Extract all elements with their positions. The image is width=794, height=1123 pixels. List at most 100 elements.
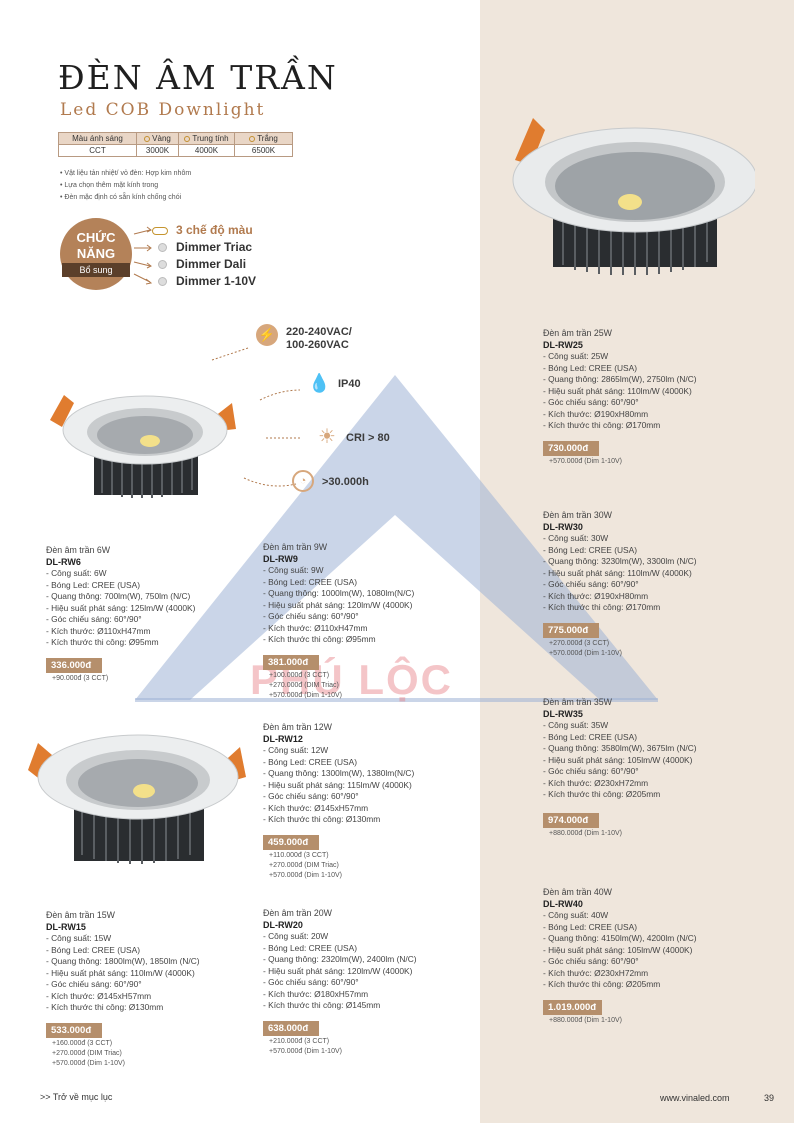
cct-header-label: Màu ánh sáng (58, 132, 137, 145)
spec-line: - Bóng Led: CREE (USA) (46, 944, 141, 955)
spec-line: - Kích thước: Ø230xH72mm (543, 777, 649, 788)
back-to-toc-link[interactable]: >> Trở về mục lục (40, 1092, 113, 1102)
dimmer-dali-icon (158, 260, 167, 269)
product-name: Đèn âm trần 40W (543, 887, 612, 897)
function-item-dali: Dimmer Dali (152, 256, 256, 273)
product-rw6: Đèn âm trần 6W DL-RW6 - Công suất: 6W - … (46, 545, 256, 683)
price-option: +270.000đ (DIM Triac) (52, 1050, 122, 1057)
product-code: DL-RW6 (46, 556, 81, 567)
spec-line: - Kích thước thi công: Ø130mm (263, 814, 381, 824)
price-tag: 730.000đ (543, 440, 599, 456)
price-option: +570.000đ (Dim 1-10V) (549, 650, 622, 657)
price-option: +570.000đ (Dim 1-10V) (52, 1060, 125, 1067)
function-badge: CHỨC NĂNG Bổ sung (60, 218, 132, 290)
spec-line: - Hiệu suất phát sáng: 120lm/W (4000K) (263, 965, 413, 976)
price-option: +160.000đ (3 CCT) (52, 1040, 113, 1047)
spec-lifetime: >30.000h (322, 476, 369, 488)
neutral-swatch-icon (184, 135, 191, 142)
price-option: +270.000đ (DIM Triac) (269, 862, 339, 869)
spec-line: - Bóng Led: CREE (USA) (543, 544, 638, 555)
product-rw15: Đèn âm trần 15W DL-RW15 - Công suất: 15W… (46, 910, 256, 1068)
spec-line: - Hiệu suất phát sáng: 120lm/W (4000K) (263, 599, 413, 610)
spec-line: - Kích thước thi công: Ø205mm (543, 979, 661, 989)
note-item: • Đèn mặc định có sẵn kính chống chói (60, 194, 182, 201)
product-code: DL-RW20 (263, 919, 303, 930)
product-code: DL-RW30 (543, 521, 583, 532)
product-rw20: Đèn âm trần 20W DL-RW20 - Công suất: 20W… (263, 908, 478, 1056)
spec-line: - Góc chiếu sáng: 60°/90° (263, 791, 359, 801)
spec-line: - Quang thông: 1800lm(W), 1850lm (N/C) (46, 956, 200, 966)
cct-3000k: 3000K (136, 144, 179, 157)
spec-line: - Góc chiếu sáng: 60°/90° (543, 956, 639, 966)
downlight-image-large (512, 118, 755, 275)
spec-line: - Công suất: 15W (46, 933, 112, 943)
spec-line: - Công suất: 12W (263, 745, 329, 755)
price-tag: 381.000đ (263, 654, 319, 670)
spec-voltage: 220-240VAC/ 100-260VAC (286, 326, 352, 351)
spec-line: - Công suất: 6W (46, 568, 107, 578)
spec-line: - Góc chiếu sáng: 60°/90° (263, 977, 359, 987)
color-mode-icon (152, 227, 168, 235)
cct-row-label: CCT (58, 144, 137, 157)
cct-4000k: 4000K (178, 144, 235, 157)
spec-line: - Hiệu suất phát sáng: 110lm/W (4000K) (46, 967, 195, 978)
website-link[interactable]: www.vinaled.com (660, 1093, 730, 1103)
spec-line: - Quang thông: 1000lm(W), 1080lm(N/C) (263, 588, 415, 598)
product-name: Đèn âm trần 15W (46, 910, 115, 920)
spec-line: - Góc chiếu sáng: 60°/90° (543, 397, 639, 407)
product-name: Đèn âm trần 30W (543, 510, 612, 520)
spec-line: - Kích thước: Ø190xH80mm (543, 408, 649, 419)
page-subtitle: Led COB Downlight (60, 100, 266, 120)
spec-ip: IP40 (338, 378, 361, 390)
product-name: Đèn âm trần 6W (46, 545, 111, 555)
badge-band: Bổ sung (62, 263, 130, 277)
white-swatch-icon (249, 135, 256, 142)
spec-line: - Quang thông: 3230lm(W), 3300lm (N/C) (543, 556, 697, 566)
spec-line: - Kích thước: Ø180xH57mm (263, 988, 369, 999)
cct-6500k: 6500K (234, 144, 293, 157)
function-item-3-color: 3 chế độ màu (152, 222, 256, 239)
price-option: +100.000đ (3 CCT) (269, 672, 330, 679)
spec-line: - Hiệu suất phát sáng: 110lm/W (4000K) (543, 567, 692, 578)
spec-line: - Kích thước thi công: Ø170mm (543, 602, 661, 612)
lightning-icon: ⚡ (256, 324, 278, 346)
spec-line: - Bóng Led: CREE (USA) (46, 579, 141, 590)
spec-line: - Bóng Led: CREE (USA) (543, 921, 638, 932)
spec-line: - Quang thông: 3580lm(W), 3675lm (N/C) (543, 743, 697, 753)
product-name: Đèn âm trần 35W (543, 697, 612, 707)
spec-line: - Hiệu suất phát sáng: 110lm/W (4000K) (543, 385, 692, 396)
product-code: DL-RW25 (543, 339, 583, 350)
product-name: Đèn âm trần 20W (263, 908, 332, 918)
price-option: +570.000đ (Dim 1-10V) (269, 1048, 342, 1055)
spec-line: - Bóng Led: CREE (USA) (263, 756, 358, 767)
dimmer-1-10v-icon (158, 277, 167, 286)
spec-line: - Kích thước thi công: Ø170mm (543, 420, 661, 430)
spec-line: - Bóng Led: CREE (USA) (543, 362, 638, 373)
product-name: Đèn âm trần 9W (263, 542, 328, 552)
dimmer-triac-icon (158, 243, 167, 252)
spec-line: - Kích thước: Ø145xH57mm (46, 990, 152, 1001)
product-code: DL-RW15 (46, 921, 86, 932)
spec-line: - Kích thước thi công: Ø130mm (46, 1002, 164, 1012)
spec-line: - Công suất: 9W (263, 565, 324, 575)
clock-icon: ◔ (292, 470, 314, 492)
spec-line: - Góc chiếu sáng: 60°/90° (46, 979, 142, 989)
spec-line: - Công suất: 20W (263, 931, 329, 941)
spec-line: - Quang thông: 4150lm(W), 4200lm (N/C) (543, 933, 697, 943)
price-option: +880.000đ (Dim 1-10V) (549, 1017, 622, 1024)
product-name: Đèn âm trần 12W (263, 722, 332, 732)
spec-line: - Hiệu suất phát sáng: 105lm/W (4000K) (543, 754, 693, 765)
function-item-triac: Dimmer Triac (152, 239, 256, 256)
sun-icon: ☀ (318, 426, 336, 448)
function-item-1-10v: Dimmer 1-10V (152, 273, 256, 290)
price-option: +570.000đ (Dim 1-10V) (269, 692, 342, 699)
product-rw30: Đèn âm trần 30W DL-RW30 - Công suất: 30W… (543, 510, 783, 658)
page-number: 39 (764, 1093, 775, 1103)
product-code: DL-RW9 (263, 553, 298, 564)
spec-line: - Góc chiếu sáng: 60°/90° (263, 611, 359, 621)
price-tag: 1.019.000đ (543, 999, 603, 1015)
note-item: • Lựa chọn thêm mặt kính trong (60, 182, 159, 189)
price-option: +210.000đ (3 CCT) (269, 1038, 330, 1045)
price-option: +270.000đ (DIM Triac) (269, 682, 339, 689)
